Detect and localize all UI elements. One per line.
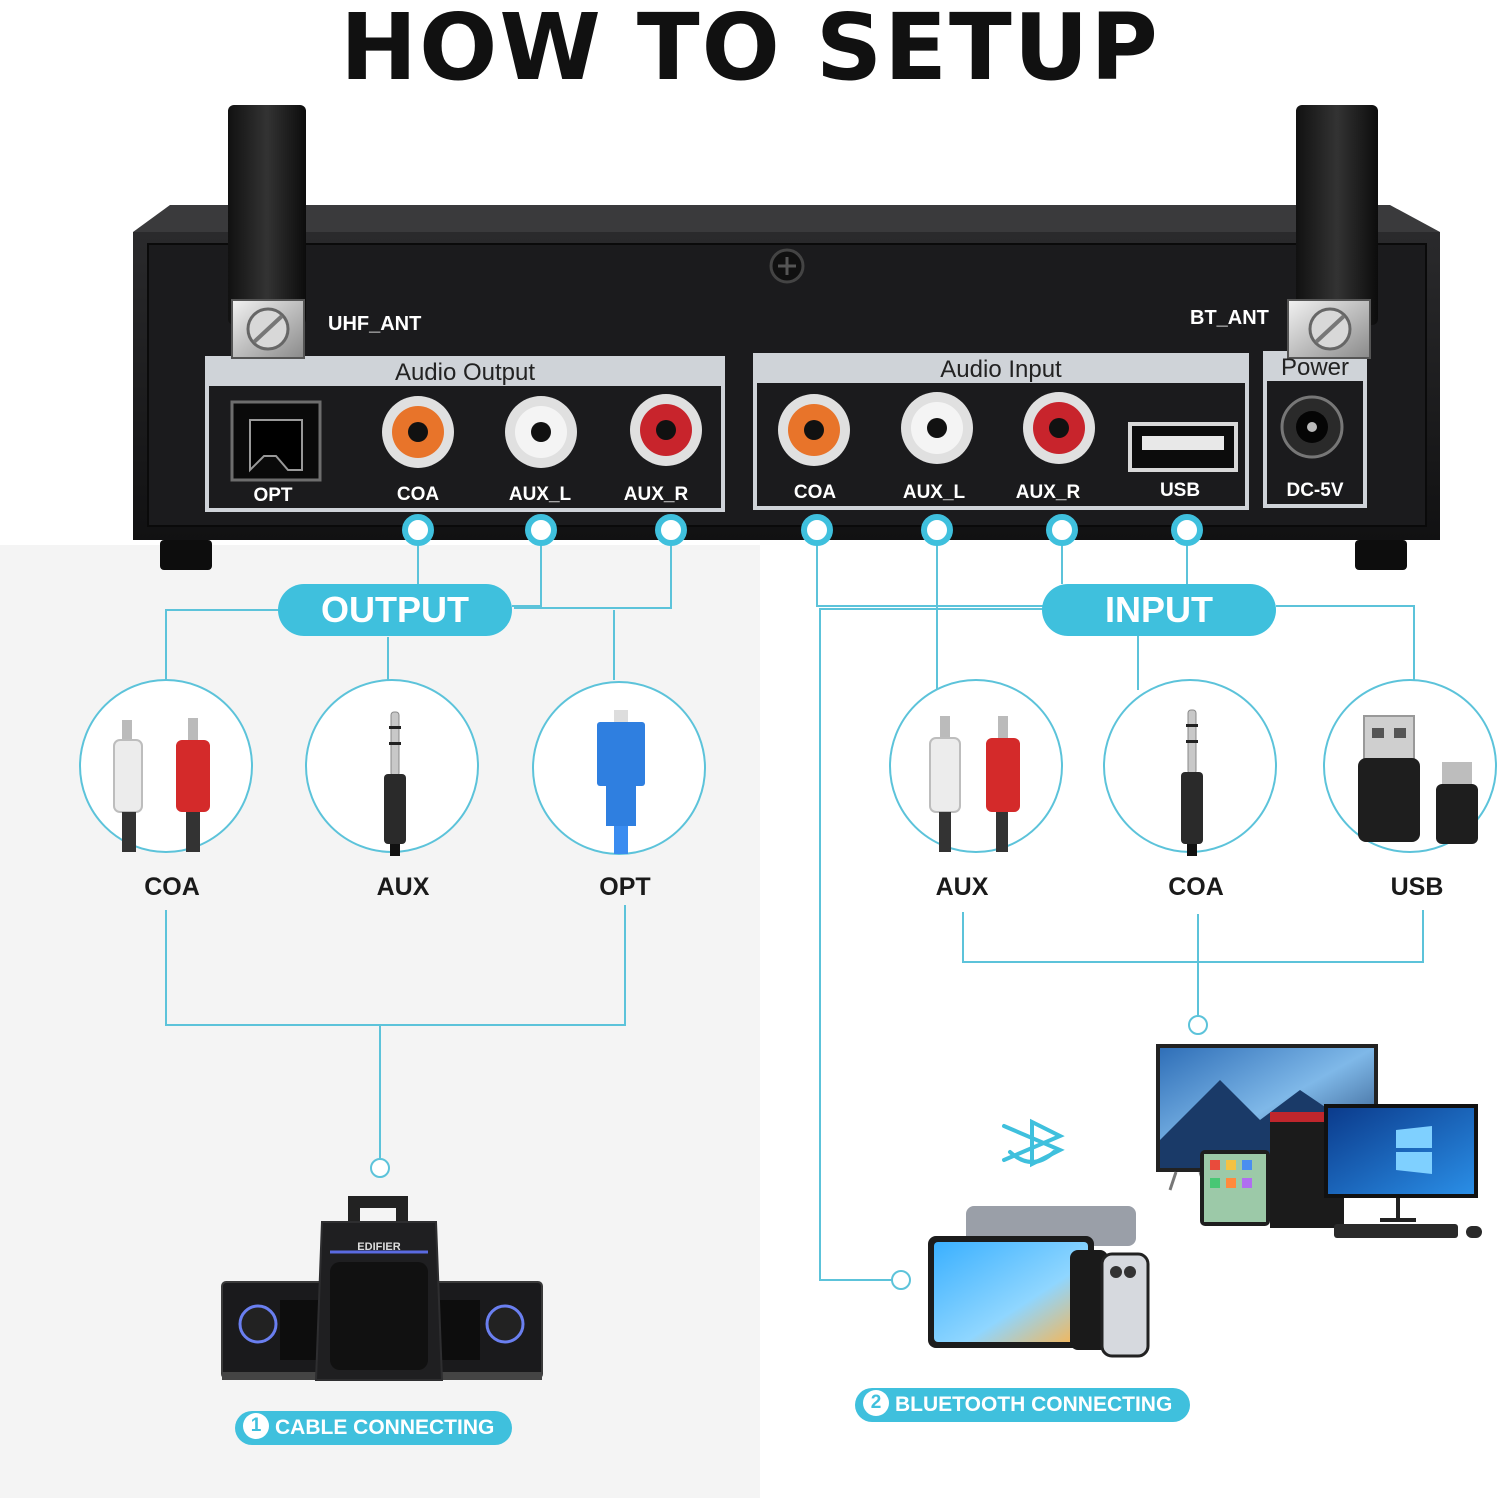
output-label-coa: COA [144, 873, 200, 901]
usb-port-icon [1128, 422, 1238, 472]
antenna-icon [228, 105, 306, 359]
rca-cable-icon [929, 716, 1020, 852]
tablet-icon [1200, 1150, 1270, 1226]
opt-port-icon [230, 400, 322, 482]
output-coa-circle [79, 679, 253, 853]
antenna-icon [1287, 105, 1378, 359]
output-label-aux: AUX [376, 873, 430, 901]
jack-label-coa-out: COA [396, 484, 440, 505]
audio-input-title: Audio Input [940, 356, 1062, 383]
jack-label-dc: DC-5V [1286, 480, 1344, 501]
desktop-pc-icon [1270, 1104, 1482, 1238]
output-label-opt: OPT [599, 873, 651, 901]
output-aux-l-jack [505, 396, 577, 468]
jack-label-opt: OPT [253, 485, 293, 506]
input-aux-l-jack [901, 392, 973, 464]
audio-output-title: Audio Output [394, 359, 536, 386]
page-title: HOW TO SETUP [340, 0, 1160, 101]
rca-cable-icon [113, 718, 210, 852]
bt-ant-label: BT_ANT [1190, 307, 1269, 329]
step-number: 2 [863, 1390, 889, 1417]
speaker-brand: EDIFIER [357, 1241, 400, 1253]
step-number: 1 [243, 1413, 269, 1440]
aux-plug-icon [384, 711, 406, 856]
output-aux-circle [305, 679, 479, 856]
jack-label-aux-l-out: AUX_L [508, 484, 572, 505]
uhf-ant-label: UHF_ANT [328, 313, 422, 335]
step-label: BLUETOOTH CONNECTING [895, 1393, 1173, 1416]
port-dots [370, 514, 1208, 1290]
connection-lines [165, 530, 1424, 1281]
dc-power-jack [1280, 395, 1344, 459]
input-label-aux: AUX [935, 873, 989, 901]
input-coa-circle [1103, 679, 1277, 856]
output-pill: OUTPUT [278, 584, 512, 636]
input-usb-circle [1323, 679, 1497, 853]
optical-plug-icon [597, 710, 645, 854]
phone-icon [1070, 1250, 1150, 1358]
jack-label-aux-r-in: AUX_R [1015, 482, 1081, 503]
jack-label-usb: USB [1159, 480, 1201, 501]
output-coa-jack [382, 396, 454, 468]
receiver-device [133, 105, 1440, 570]
jack-label-aux-l-in: AUX_L [902, 482, 966, 503]
input-pill: INPUT [1042, 584, 1276, 636]
usb-cable-icon [1358, 715, 1478, 844]
step-cable-connecting: 1 CABLE CONNECTING [235, 1411, 513, 1445]
power-title: Power [1280, 354, 1350, 381]
input-label-usb: USB [1390, 873, 1444, 901]
speaker-icon: EDIFIER [314, 1196, 444, 1381]
output-aux-r-jack [630, 394, 702, 466]
input-coa-jack [778, 394, 850, 466]
tablet-icon [928, 1206, 1136, 1348]
input-label-coa: COA [1168, 873, 1224, 901]
output-opt-circle [532, 681, 706, 855]
input-aux-circle [889, 679, 1063, 853]
jack-label-coa-in: COA [793, 482, 837, 503]
step-bluetooth-connecting: 2 BLUETOOTH CONNECTING [855, 1388, 1191, 1422]
jack-label-aux-r-out: AUX_R [623, 484, 689, 505]
step-label: CABLE CONNECTING [275, 1416, 495, 1439]
input-aux-r-jack [1023, 392, 1095, 464]
bluetooth-icon [1002, 1118, 1065, 1168]
aux-plug-icon [1181, 709, 1203, 856]
